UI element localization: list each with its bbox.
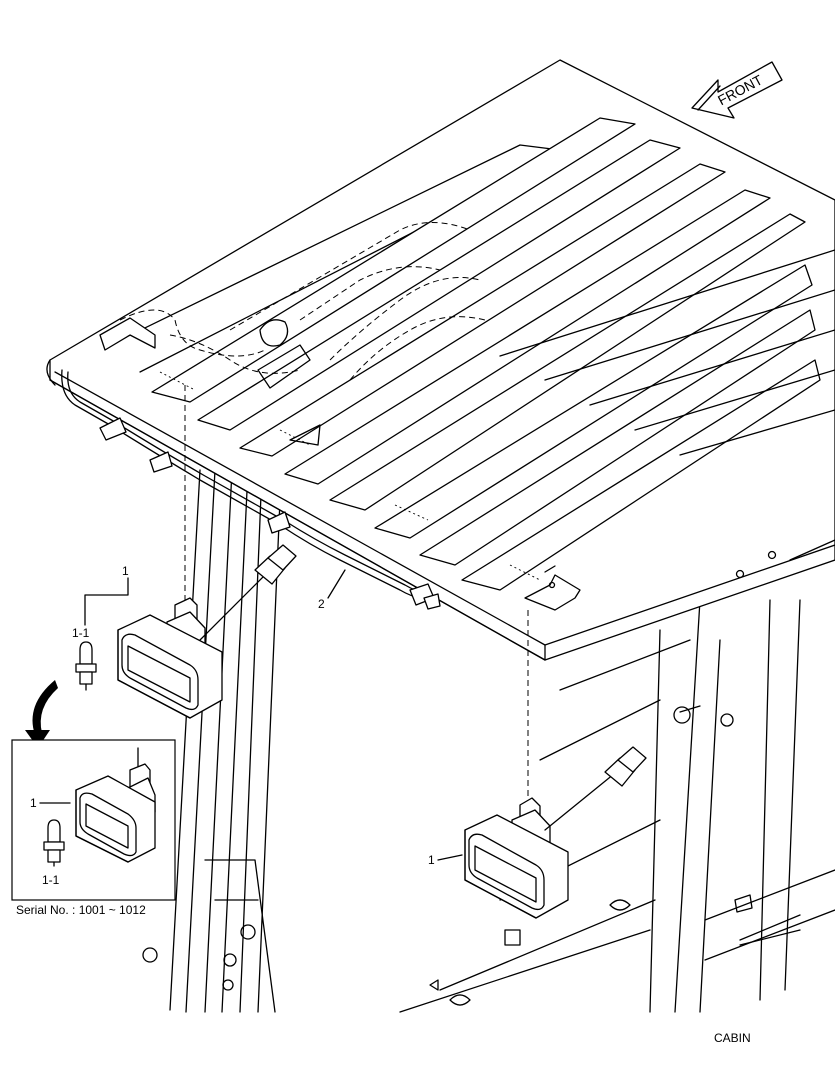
work-lamp-right: [464, 610, 647, 919]
cab-frame: [142, 469, 835, 1013]
bulb-left: [75, 577, 129, 691]
callout-inset-lamp: 1: [30, 796, 37, 810]
inset-pointer-arrow: [25, 680, 58, 748]
roof-grille-slats: [151, 117, 835, 591]
callout-lamp-right: 1: [428, 853, 435, 867]
callout-inset-bulb: 1-1: [42, 873, 60, 887]
callout-harness: 2: [318, 597, 325, 611]
front-direction-arrow: [691, 61, 783, 119]
section-label: CABIN: [714, 1031, 751, 1045]
wire-harness: [61, 369, 441, 610]
callout-bulb-top-left: 1-1: [72, 626, 90, 640]
inset-serial-range: Serial No. : 1001 ~ 1012: [16, 903, 146, 917]
cab-roof: [46, 59, 835, 661]
serial-inset-box: [11, 739, 176, 901]
work-lamp-left: [117, 385, 297, 719]
callout-lamp-top-left: 1: [122, 564, 129, 578]
